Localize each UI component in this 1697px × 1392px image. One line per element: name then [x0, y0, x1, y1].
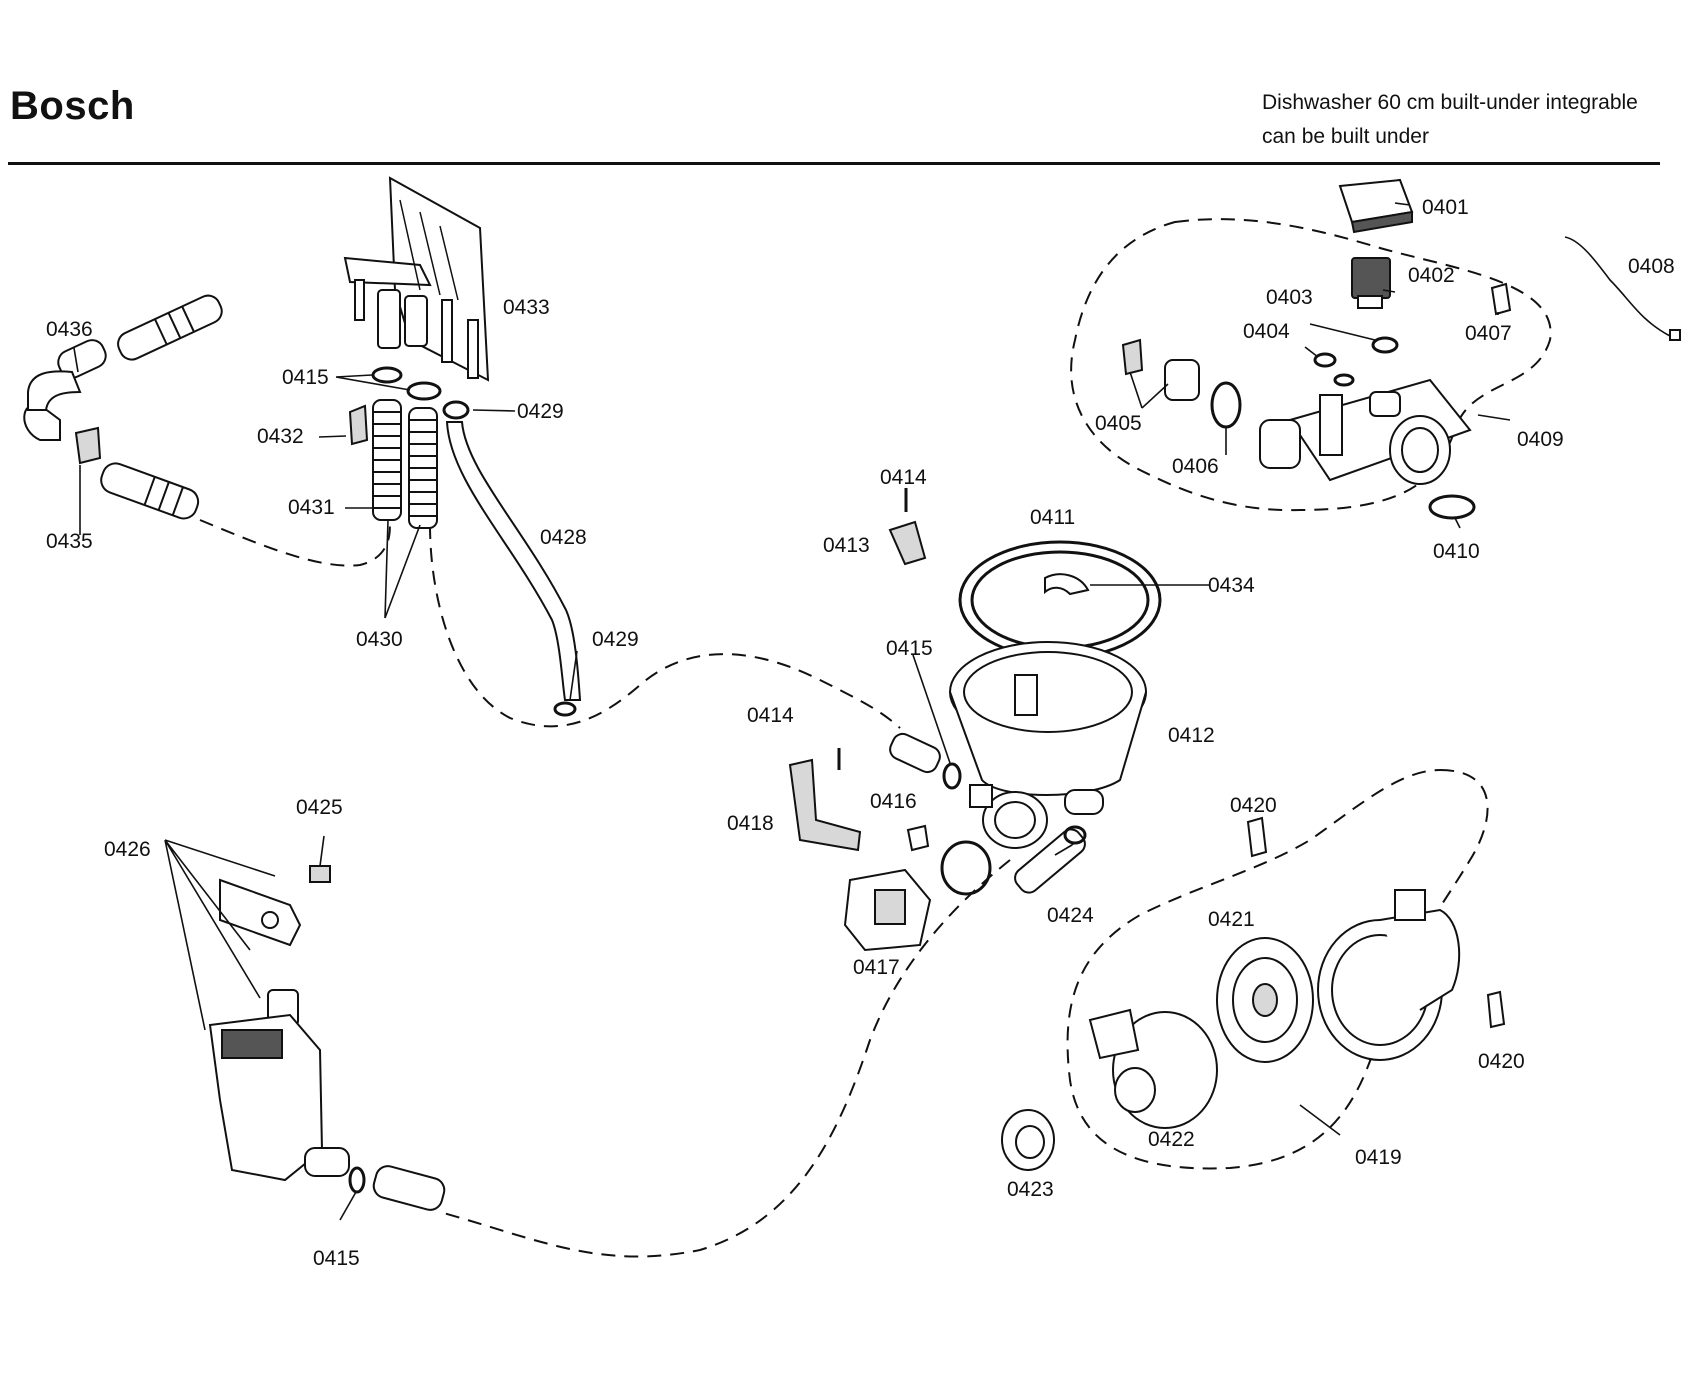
clip-0420-b [1486, 990, 1506, 1029]
callout-0421: 0421 [1208, 908, 1255, 931]
clip-0420-a [1246, 816, 1268, 858]
float-arm-0426 [219, 878, 302, 947]
callout-0408: 0408 [1628, 255, 1675, 278]
clamp-0429-a [442, 400, 470, 420]
callout-0425: 0425 [296, 796, 343, 819]
callout-0416: 0416 [870, 790, 917, 813]
o-ring-0404 [1313, 352, 1337, 368]
callout-0423: 0423 [1007, 1178, 1054, 1201]
switch-0405 [1121, 338, 1200, 401]
hose-0428 [445, 421, 582, 701]
callout-0419: 0419 [1355, 1146, 1402, 1169]
callout-0436: 0436 [46, 318, 93, 341]
callout-0405: 0405 [1095, 412, 1142, 435]
solenoid-0402 [1351, 257, 1391, 309]
hose-0430 [408, 407, 438, 529]
callout-0414-b: 0414 [747, 704, 794, 727]
callout-0409: 0409 [1517, 428, 1564, 451]
hose-0415-lower [372, 1165, 446, 1211]
motor-0419 [1317, 889, 1461, 1061]
callout-0401: 0401 [1422, 196, 1469, 219]
subtitle-line-1: Dishwasher 60 cm built-under integrable [1262, 91, 1638, 114]
seal-ring-0416 [940, 840, 992, 896]
hose-0431 [372, 399, 402, 521]
hose-0424 [1014, 828, 1086, 894]
callout-0432: 0432 [257, 425, 304, 448]
o-ring-0403 [1371, 336, 1399, 354]
callout-0430: 0430 [356, 628, 403, 651]
clamp-0429-b [553, 701, 577, 717]
callout-0420-b: 0420 [1478, 1050, 1525, 1073]
hose-0415-sump [889, 732, 941, 774]
bracket-0418 [788, 758, 862, 852]
callout-0406: 0406 [1172, 455, 1219, 478]
callout-0417: 0417 [853, 956, 900, 979]
header-rule [8, 162, 1660, 165]
diagram-subtitle: Dishwasher 60 cm built-under integrable … [1262, 86, 1638, 154]
cover-0401 [1338, 178, 1414, 234]
clamp-0410 [1428, 494, 1476, 520]
callout-0424: 0424 [1047, 904, 1094, 927]
callout-0426: 0426 [104, 838, 151, 861]
o-ring-0404-b [1333, 373, 1355, 387]
impeller-housing-0421 [1216, 937, 1314, 1063]
sump-0412 [949, 641, 1147, 849]
connector-drain [439, 859, 1011, 1258]
sump-housing-0426 [208, 1013, 350, 1182]
pump-cover-0422 [1088, 1008, 1218, 1129]
callout-0433: 0433 [503, 296, 550, 319]
gasket-0411 [958, 540, 1162, 660]
callout-0415-b: 0415 [886, 637, 933, 660]
bracket-0432 [348, 404, 369, 446]
callout-0410: 0410 [1433, 540, 1480, 563]
wire-0408-terminal [1669, 329, 1681, 341]
callout-0420-a: 0420 [1230, 794, 1277, 817]
bracket-0435 [74, 426, 102, 465]
group-0409-outline [1070, 218, 1552, 512]
callout-0428: 0428 [540, 526, 587, 549]
manifold-0433 [343, 176, 490, 382]
callout-0413: 0413 [823, 534, 870, 557]
seal-0406 [1210, 381, 1242, 429]
bracket-0413 [888, 520, 927, 566]
callout-0403: 0403 [1266, 286, 1313, 309]
switch-0425 [309, 865, 331, 883]
callout-0435: 0435 [46, 530, 93, 553]
callout-0402: 0402 [1408, 264, 1455, 287]
leader-lines [73, 202, 1511, 1221]
seal-ring-0415-b [406, 381, 442, 401]
callout-0434: 0434 [1208, 574, 1255, 597]
seal-ring-0415-a [371, 366, 403, 384]
subtitle-line-2: can be built under [1262, 125, 1429, 148]
hose-assembly-0436 [23, 294, 223, 520]
clip-0407 [1490, 282, 1512, 316]
part-0434 [1044, 573, 1090, 596]
callout-0422: 0422 [1148, 1128, 1195, 1151]
callout-0411: 0411 [1030, 506, 1075, 529]
clip-0416 [906, 824, 930, 852]
valve-assembly-0409 [1259, 378, 1472, 485]
o-ring-0415-c [942, 762, 962, 790]
seal-0423 [1001, 1109, 1055, 1171]
o-ring-0415-d [348, 1166, 366, 1194]
callout-0414-a: 0414 [880, 466, 927, 489]
callout-0418: 0418 [727, 812, 774, 835]
callout-0429-a: 0429 [517, 400, 564, 423]
callout-0429-b: 0429 [592, 628, 639, 651]
callout-0415-c: 0415 [313, 1247, 360, 1270]
brand-title: Bosch [10, 84, 135, 128]
callout-0412: 0412 [1168, 724, 1215, 747]
connector-hose-middle [429, 524, 901, 729]
callout-0415-a: 0415 [282, 366, 329, 389]
callout-0431: 0431 [288, 496, 335, 519]
connector-hose-left [199, 499, 391, 567]
group-0419-outline [1066, 768, 1489, 1170]
wire-0408 [1564, 236, 1671, 337]
callout-0407: 0407 [1465, 322, 1512, 345]
gasket-0411-inner [970, 550, 1150, 650]
pump-0417 [843, 868, 932, 952]
callout-0404: 0404 [1243, 320, 1290, 343]
